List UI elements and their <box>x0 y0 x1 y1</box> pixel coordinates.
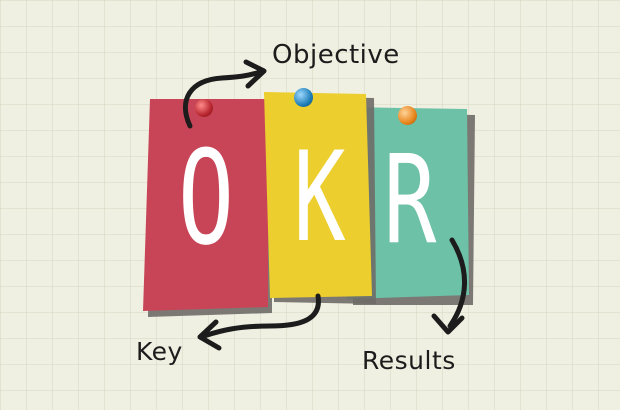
card-objective-shape <box>143 99 272 317</box>
curved-arrow-to-key-icon <box>197 293 321 351</box>
letter-k: K <box>293 126 346 270</box>
label-objective: Objective <box>272 40 400 70</box>
label-results: Results <box>362 346 456 375</box>
blue-pushpin <box>294 88 313 107</box>
card-objective: O <box>140 95 272 317</box>
curved-arrow-to-objective-icon <box>183 59 267 129</box>
orange-pushpin <box>398 106 417 125</box>
card-key-shape <box>264 92 376 304</box>
card-results: R <box>345 105 475 305</box>
card-key: K <box>262 92 377 304</box>
red-pushpin <box>195 99 213 117</box>
card-results-shape <box>347 107 475 305</box>
letter-o: O <box>177 122 235 274</box>
label-key: Key <box>136 337 183 366</box>
curved-arrow-to-results-icon <box>431 237 467 335</box>
letter-r: R <box>383 129 437 271</box>
